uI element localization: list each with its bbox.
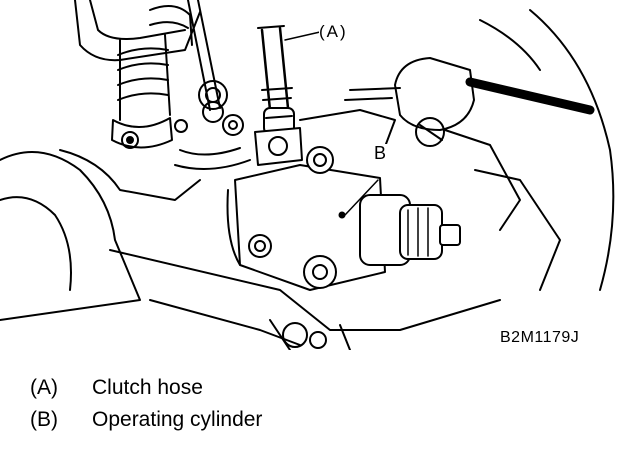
technical-illustration <box>0 0 615 350</box>
legend-key: (A) <box>30 376 58 399</box>
callout-b-label: B <box>374 143 389 163</box>
figure-code: B2M1179J <box>500 329 580 346</box>
callout-a-label: (A) <box>319 22 348 41</box>
lower-housing <box>0 149 501 350</box>
operating-cylinder <box>226 146 461 291</box>
legend-text: Operating cylinder <box>92 408 263 431</box>
legend-text: Clutch hose <box>92 376 203 399</box>
legend: (A) Clutch hose (B) Operating cylinder <box>30 376 590 440</box>
clutch-hose <box>254 25 321 166</box>
transmission-housing <box>299 9 615 291</box>
legend-key: (B) <box>30 408 58 431</box>
legend-item: (A) Clutch hose <box>30 376 590 408</box>
legend-item: (B) Operating cylinder <box>30 408 590 440</box>
bolt-cluster <box>174 80 251 170</box>
spring-assembly <box>74 0 221 149</box>
